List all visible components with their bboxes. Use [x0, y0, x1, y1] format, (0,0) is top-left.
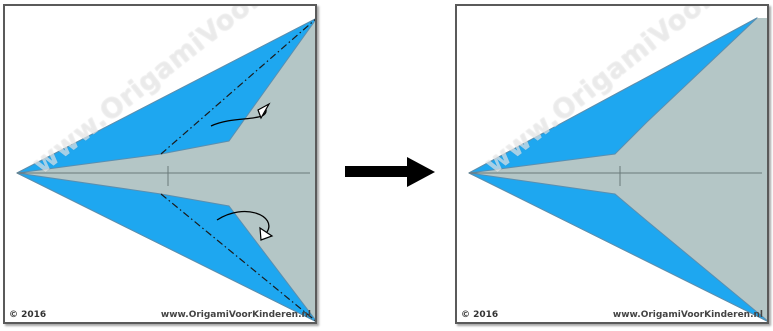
copyright-text: © 2016: [9, 310, 47, 320]
mountain-fold-arrow-icon: [216, 210, 274, 241]
website-text: www.OrigamiVoorKinderen.nl: [160, 310, 311, 320]
paper-bottom-flap: [16, 172, 315, 322]
paper-bottom-flap: [468, 172, 767, 322]
paper-top-flap: [16, 18, 315, 174]
step-panel-after: www.OrigamiVoorKinderen.nl © 2016 www.Or…: [455, 4, 769, 324]
mountain-fold-line-bottom: [160, 193, 315, 322]
website-text: www.OrigamiVoorKinderen.nl: [612, 310, 763, 320]
mountain-fold-line-top: [160, 18, 315, 155]
next-step-arrow-icon: [345, 157, 435, 187]
paper-top-flap: [468, 17, 758, 174]
origami-diagram-before: [15, 18, 315, 322]
copyright-text: © 2016: [461, 310, 499, 320]
mountain-fold-arrow-icon: [210, 102, 271, 127]
step-panel-before: www.OrigamiVoorKinderen.nl © 2016 www.Or…: [3, 4, 317, 324]
origami-diagram-after: [467, 17, 767, 322]
